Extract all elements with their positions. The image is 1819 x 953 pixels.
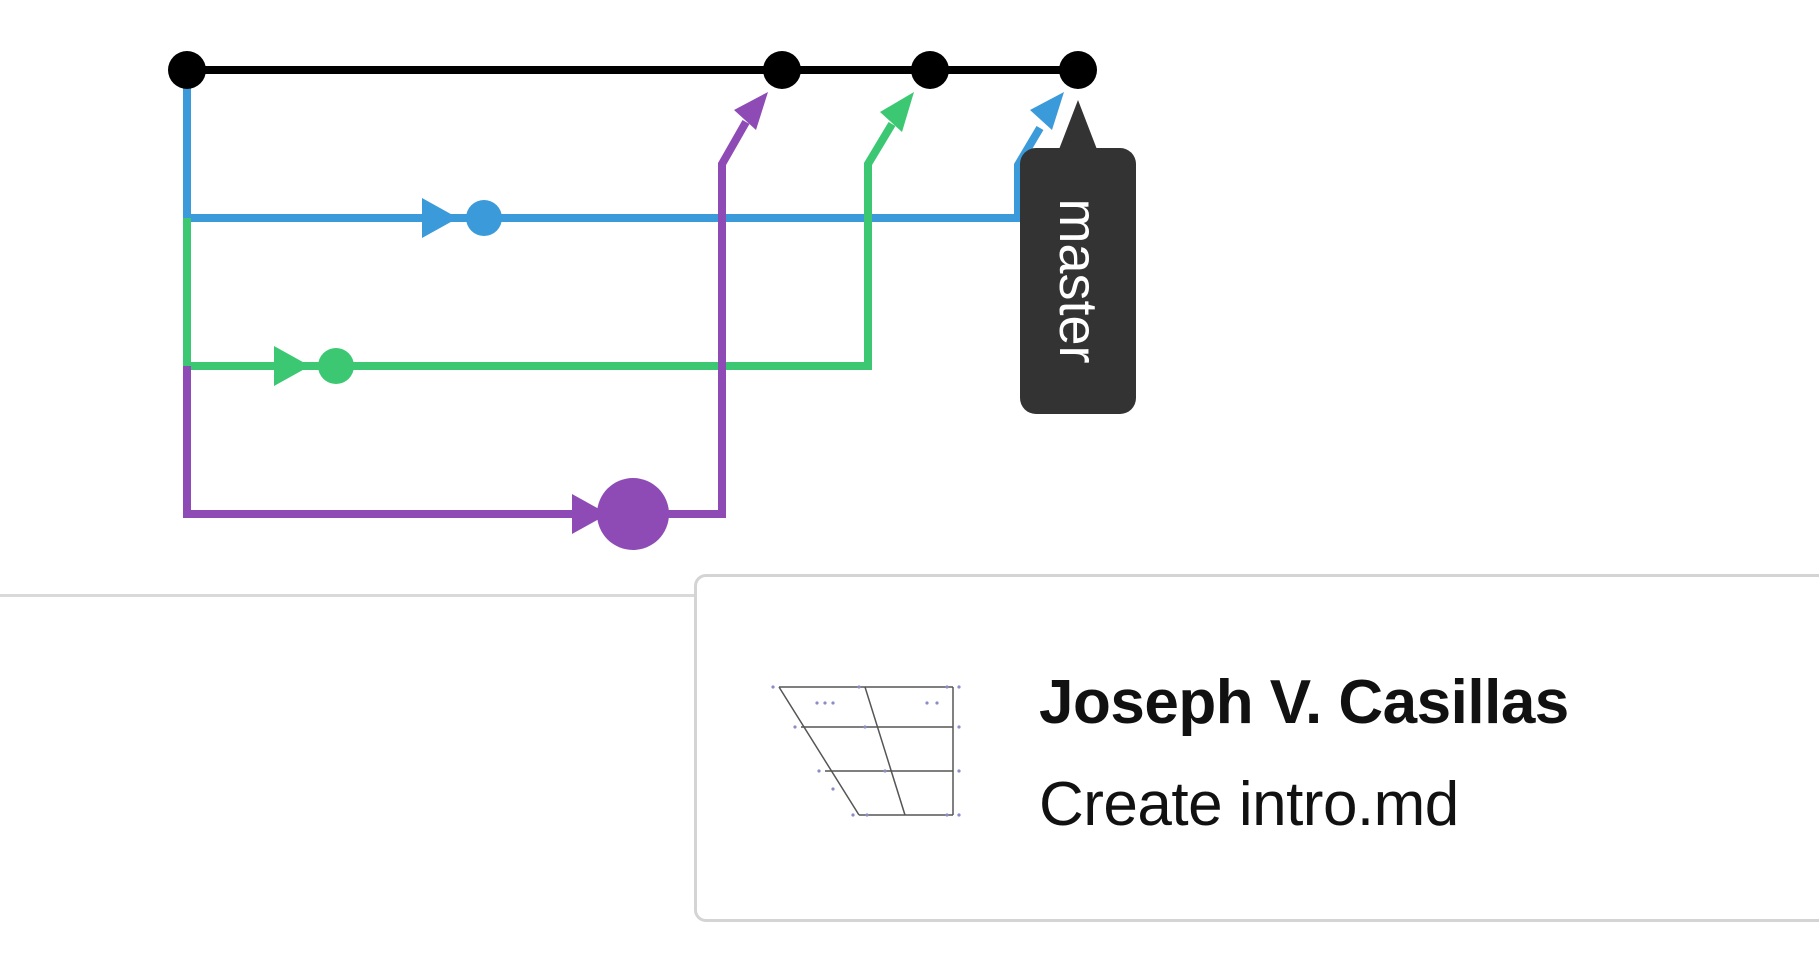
- green-branch-commit[interactable]: [318, 348, 354, 384]
- blue-branch-line: [183, 70, 1044, 222]
- master-commit-initial[interactable]: [168, 51, 206, 89]
- blue-branch-arrow: [422, 198, 458, 238]
- purple-branch-commit[interactable]: [597, 478, 669, 550]
- divider-line: [0, 594, 700, 597]
- green-branch-line: [183, 121, 896, 370]
- commit-tooltip: Joseph V. Casillas Create intro.md: [694, 574, 1819, 922]
- branch-tag-pointer: [1058, 100, 1098, 152]
- master-commit-merge-purple[interactable]: [763, 51, 801, 89]
- branch-tag-label: master: [1048, 198, 1108, 364]
- purple-merge-arrow: [734, 92, 768, 130]
- master-commit-merge-green[interactable]: [911, 51, 949, 89]
- purple-branch-line: [183, 120, 750, 518]
- blue-merge-arrow: [1030, 92, 1064, 130]
- master-commit-merge-blue[interactable]: [1059, 51, 1097, 89]
- commit-author: Joseph V. Casillas: [1039, 668, 1569, 737]
- green-merge-arrow: [880, 92, 914, 132]
- purple-branch-arrow: [572, 494, 608, 534]
- blue-branch-commit[interactable]: [466, 200, 502, 236]
- branch-tag-master[interactable]: master: [1020, 148, 1136, 414]
- green-branch-arrow: [274, 346, 310, 386]
- commit-message: Create intro.md: [1039, 770, 1459, 839]
- vowel-chart-avatar-icon: [771, 685, 961, 817]
